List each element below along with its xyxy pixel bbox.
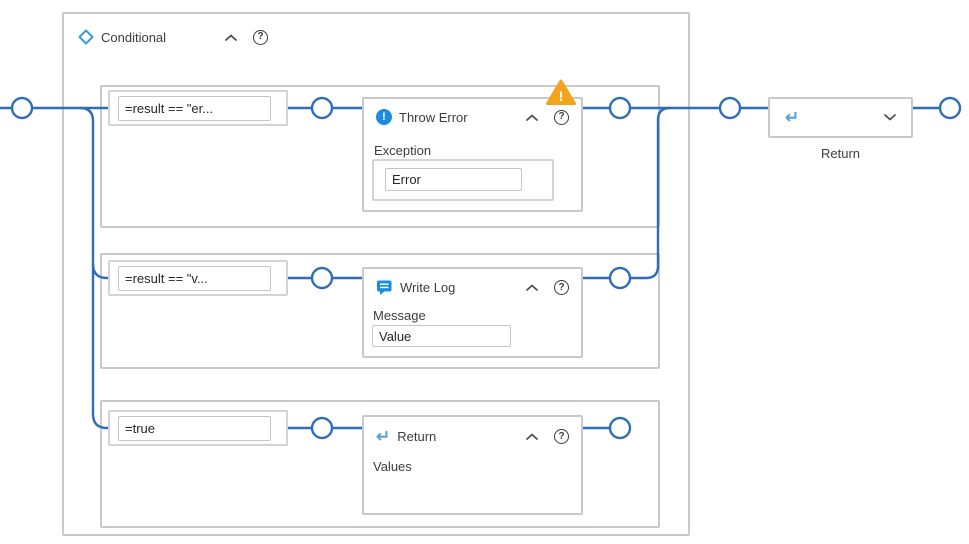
return-arrow-icon: ↵: [785, 108, 800, 127]
throw-error-node[interactable]: ! Throw Error ? Exception: [362, 97, 583, 212]
expand-icon[interactable]: [884, 114, 896, 121]
svg-text:!: !: [559, 88, 564, 104]
collapse-icon[interactable]: [526, 284, 538, 291]
collapse-icon[interactable]: [526, 433, 538, 440]
condition-input-3[interactable]: [118, 416, 271, 441]
exception-input[interactable]: [385, 168, 522, 191]
throw-error-icon: !: [376, 109, 392, 125]
write-log-node[interactable]: Write Log ? Message: [362, 267, 583, 358]
connector-point-branch1-out[interactable]: [608, 96, 632, 120]
return-node[interactable]: ↵: [768, 97, 913, 138]
connector-point-entry[interactable]: [10, 96, 34, 120]
message-input[interactable]: [372, 325, 511, 347]
return-inner-title: Return: [397, 429, 437, 444]
connector-point-return-in[interactable]: [718, 96, 742, 120]
condition-box-3: [108, 410, 288, 446]
conditional-title: Conditional: [101, 29, 167, 45]
field-label: Values: [373, 459, 412, 474]
connector-point-exit[interactable]: [938, 96, 962, 120]
field-label: Exception: [374, 143, 432, 158]
write-log-icon: [377, 280, 392, 295]
help-icon[interactable]: ?: [554, 429, 569, 444]
connector-point-branch2-in[interactable]: [310, 266, 334, 290]
warning-icon[interactable]: !: [546, 79, 576, 106]
conditional-diamond-icon: [78, 29, 94, 45]
help-icon[interactable]: ?: [253, 29, 269, 45]
condition-input-2[interactable]: [118, 266, 271, 291]
connector-point-branch3-out[interactable]: [608, 416, 632, 440]
condition-box-2: [108, 260, 288, 296]
connector-point-branch3-in[interactable]: [310, 416, 334, 440]
condition-box-1: [108, 90, 288, 126]
collapse-icon[interactable]: [526, 113, 538, 121]
connector-point-branch1-in[interactable]: [310, 96, 334, 120]
exception-field-box: [372, 159, 554, 201]
field-label: Message: [373, 308, 426, 323]
help-icon[interactable]: ?: [554, 280, 569, 295]
connector-point-branch2-out[interactable]: [608, 266, 632, 290]
return-node-label: Return: [820, 146, 861, 161]
return-node-inner[interactable]: ↵ Return ? Values: [362, 415, 583, 515]
collapse-icon[interactable]: [225, 33, 237, 41]
condition-input-1[interactable]: [118, 96, 271, 121]
write-log-title: Write Log: [400, 280, 456, 295]
throw-error-title: Throw Error: [399, 109, 468, 125]
return-arrow-icon: ↵: [376, 427, 391, 446]
help-icon[interactable]: ?: [554, 109, 569, 125]
connector-points: [10, 96, 962, 440]
